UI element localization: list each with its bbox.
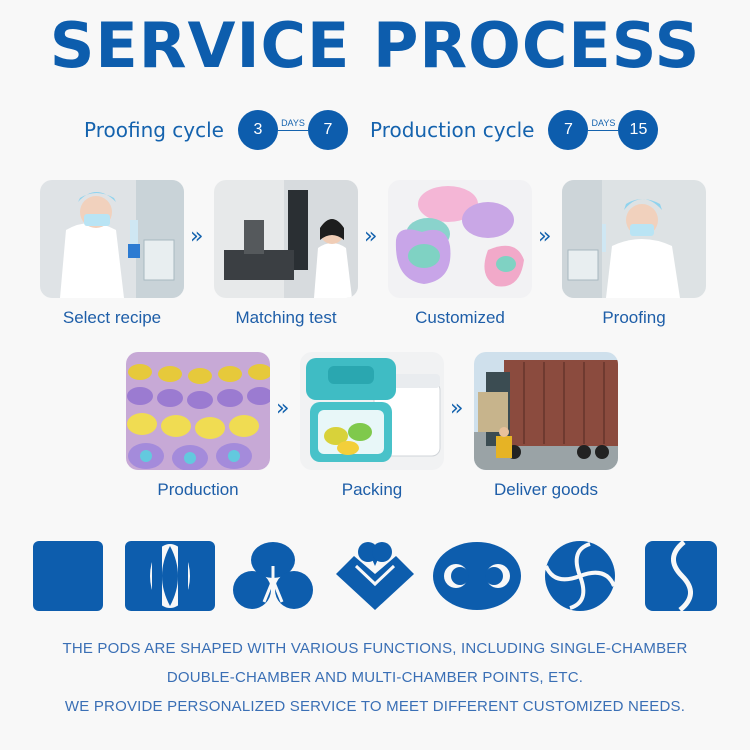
pod-shapes-row — [32, 540, 722, 612]
step-deliver-goods: Deliver goods — [474, 352, 618, 499]
step-production: Production — [126, 352, 270, 499]
step-label-matching-test: Matching test — [235, 308, 337, 327]
arrow-icon: » — [190, 224, 204, 249]
customized-photo — [388, 180, 532, 298]
step-label-select-recipe: Select recipe — [62, 308, 162, 327]
swirl-pod-icon — [544, 541, 616, 611]
production-days-connector: DAYS — [588, 110, 619, 150]
select-recipe-photo — [40, 180, 184, 298]
arrow-icon: » — [450, 396, 464, 421]
deliver-goods-photo — [474, 352, 618, 470]
step-customized: Customized — [388, 180, 532, 327]
oval-chamber-pod-icon — [125, 541, 215, 611]
step-matching-test: Matching test — [214, 180, 358, 327]
proofing-cycle-label: Proofing cycle — [84, 118, 224, 142]
twin-circle-pod-icon — [433, 542, 521, 610]
production-cycle: Production cycle 7 DAYS 15 — [370, 108, 659, 152]
step-select-recipe: Select recipe — [40, 180, 184, 327]
step-label-customized: Customized — [415, 308, 505, 327]
trefoil-pod-icon — [233, 542, 313, 609]
description-line-3: WE PROVIDE PERSONALIZED SERVICE TO MEET … — [64, 698, 686, 715]
proofing-photo — [562, 180, 706, 298]
s-chamber-pod-icon — [645, 540, 717, 612]
matching-test-photo — [214, 180, 358, 298]
proofing-days-connector: DAYS — [277, 110, 308, 150]
production-days-unit: DAYS — [591, 118, 616, 128]
step-packing: Packing — [300, 352, 444, 499]
proofing-days-min: 3 — [237, 110, 278, 150]
proofing-cycle: Proofing cycle 3 DAYS 7 — [84, 108, 348, 152]
production-days-max: 15 — [618, 110, 659, 150]
arrow-icon: » — [538, 224, 552, 249]
production-photo — [126, 352, 270, 470]
description-line-1: THE PODS ARE SHAPED WITH VARIOUS FUNCTIO… — [62, 640, 688, 657]
step-label-production: Production — [157, 480, 239, 499]
production-cycle-label: Production cycle — [370, 118, 535, 142]
step-label-proofing: Proofing — [602, 308, 666, 327]
step-proofing: Proofing — [562, 180, 706, 327]
arrow-icon: » — [364, 224, 378, 249]
description-line-2: DOUBLE-CHAMBER AND MULTI-CHAMBER POINTS,… — [166, 669, 584, 686]
proofing-days-max: 7 — [307, 110, 348, 150]
packing-photo — [300, 352, 444, 470]
page-title: SERVICE PROCESS — [49, 9, 701, 82]
arrow-icon: » — [276, 396, 290, 421]
proofing-days-unit: DAYS — [281, 118, 305, 128]
production-days-min: 7 — [548, 110, 589, 150]
step-label-deliver-goods: Deliver goods — [494, 480, 598, 499]
square-pod-icon — [33, 541, 103, 611]
step-label-packing: Packing — [341, 480, 403, 499]
heart-pod-icon — [336, 542, 414, 610]
